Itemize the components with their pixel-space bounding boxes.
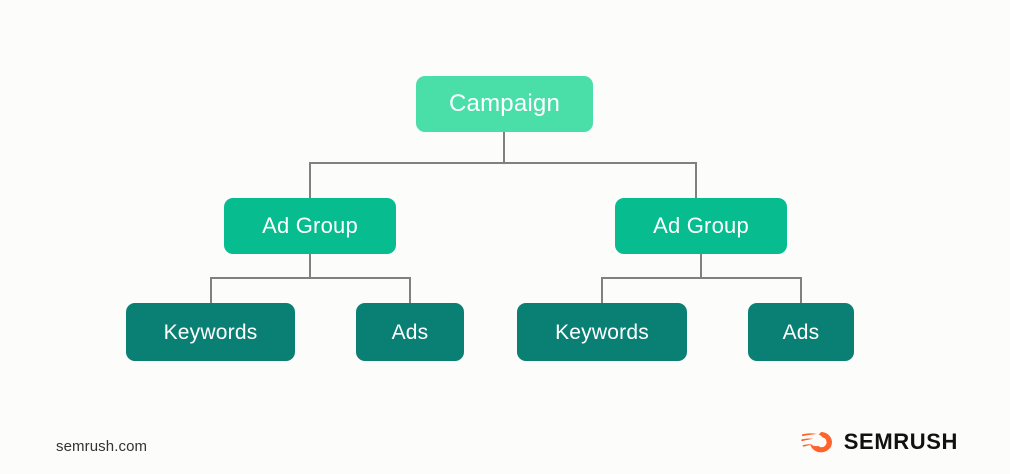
node-keywords-left-label: Keywords bbox=[163, 320, 258, 344]
connector-campaign-bus bbox=[309, 162, 697, 164]
node-ads-left-label: Ads bbox=[391, 320, 429, 344]
node-keywords-left: Keywords bbox=[126, 303, 295, 361]
node-ad-group-right-label: Ad Group bbox=[653, 213, 749, 238]
node-keywords-right: Keywords bbox=[517, 303, 687, 361]
connector-adgroup-right-to-ads bbox=[800, 277, 802, 303]
node-ad-group-left: Ad Group bbox=[224, 198, 396, 254]
semrush-logo: SEMRUSH bbox=[800, 429, 958, 454]
node-campaign-label: Campaign bbox=[449, 90, 560, 117]
comet-icon bbox=[800, 432, 832, 453]
connector-campaign-stem bbox=[503, 132, 505, 164]
connector-adgroup-left-to-ads bbox=[409, 277, 411, 303]
footer-url: semrush.com bbox=[56, 438, 148, 455]
node-ads-right-label: Ads bbox=[782, 320, 820, 344]
connector-adgroup-left-bus bbox=[210, 277, 411, 279]
node-keywords-right-label: Keywords bbox=[555, 320, 649, 344]
connector-adgroup-left-stem bbox=[309, 254, 311, 279]
connector-campaign-to-adgroup-right bbox=[695, 162, 697, 198]
connector-adgroup-right-to-keywords bbox=[601, 277, 603, 303]
connector-adgroup-right-stem bbox=[700, 254, 702, 279]
semrush-wordmark: SEMRUSH bbox=[843, 429, 958, 454]
node-ads-left: Ads bbox=[356, 303, 464, 361]
node-ad-group-right: Ad Group bbox=[615, 198, 787, 254]
node-campaign: Campaign bbox=[416, 76, 593, 132]
node-ad-group-left-label: Ad Group bbox=[262, 213, 358, 238]
connector-adgroup-left-to-keywords bbox=[210, 277, 212, 303]
connector-adgroup-right-bus bbox=[601, 277, 802, 279]
node-ads-right: Ads bbox=[748, 303, 854, 361]
connector-campaign-to-adgroup-left bbox=[309, 162, 311, 198]
